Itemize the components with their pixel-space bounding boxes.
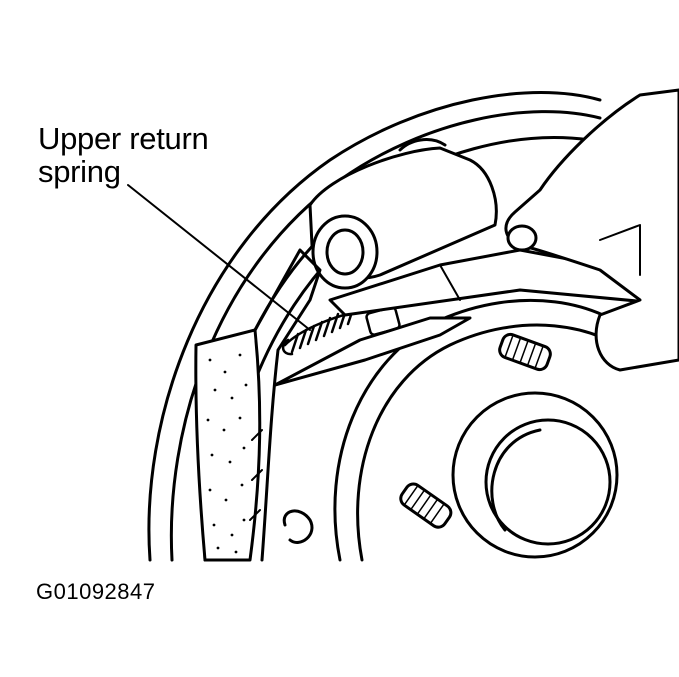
hold-down-clip: [282, 509, 314, 544]
callout-line-2: spring: [38, 154, 121, 189]
upper-return-spring: [281, 304, 401, 356]
hub-assembly: [333, 298, 642, 562]
lining-stipple: [206, 353, 248, 554]
hand: [504, 88, 679, 372]
figure-id: G01092847: [36, 579, 156, 604]
callout-leader-line: [127, 184, 311, 331]
wheel-studs: [399, 332, 552, 529]
wheel-stud: [498, 332, 552, 372]
brake-shoe: [194, 248, 322, 562]
wheel-stud: [399, 482, 453, 529]
wheel-cylinder: [308, 138, 498, 290]
upper-return-spring-label: Upper return spring: [38, 121, 209, 189]
callout-line-1: Upper return: [38, 121, 209, 156]
